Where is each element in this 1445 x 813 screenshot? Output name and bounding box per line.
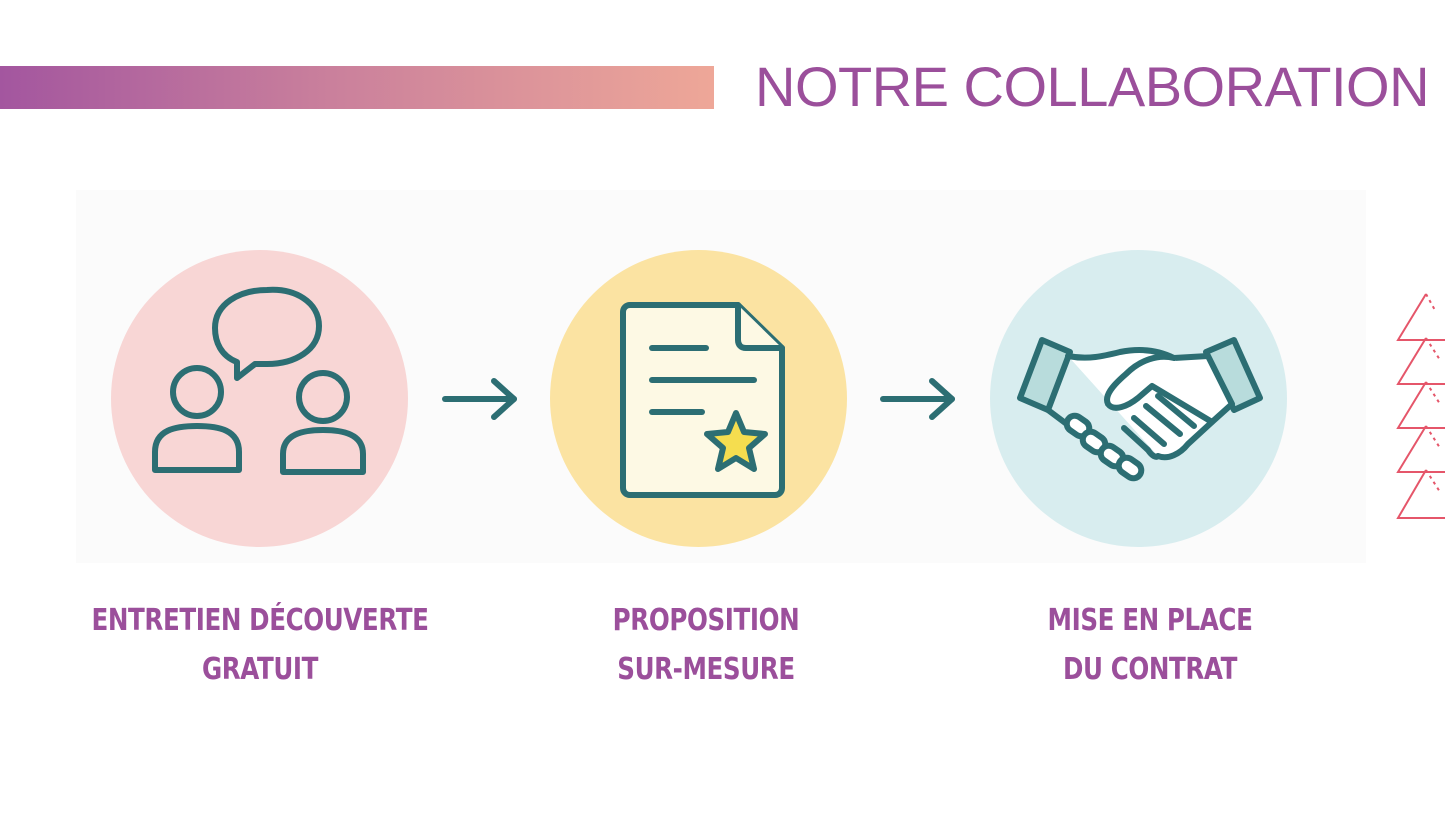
step-1-label: ENTRETIEN DÉCOUVERTE GRATUIT (88, 596, 432, 694)
step-2-label-line2: SUR-MESURE (617, 652, 795, 687)
step-3-label: MISE EN PLACE DU CONTRAT (978, 596, 1322, 694)
decorative-triangles-icon (1396, 293, 1445, 519)
arrow-right-icon (442, 378, 517, 420)
step-3-label-line1: MISE EN PLACE (1047, 603, 1253, 638)
step-2-label: PROPOSITION SUR-MESURE (534, 596, 878, 694)
step-1-circle (111, 250, 408, 547)
step-1-label-line1: ENTRETIEN DÉCOUVERTE (91, 603, 429, 638)
people-chat-icon (152, 286, 366, 475)
step-1-label-line2: GRATUIT (201, 652, 319, 687)
step-3-label-line2: DU CONTRAT (1062, 652, 1238, 687)
arrow-right-icon (880, 378, 955, 420)
document-star-icon (620, 302, 785, 498)
handshake-icon (1017, 337, 1263, 482)
page-title: NOTRE COLLABORATION (755, 55, 1430, 118)
title-gradient-bar (0, 66, 714, 109)
step-2-label-line1: PROPOSITION (612, 603, 800, 638)
